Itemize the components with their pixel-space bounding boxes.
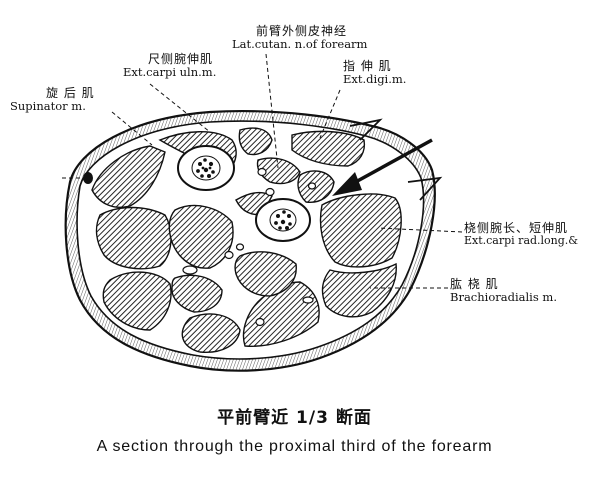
vessel-7 [302, 296, 314, 304]
label-lat-cutan: 前臂外侧皮神经 Lat.cutan. n.of forearm [232, 24, 367, 51]
label-ext-carpi-uln-en: Ext.carpi uln.m. [123, 65, 217, 80]
caption-chinese: 平前臂近 1/3 断面 [217, 408, 372, 428]
label-lat-cutan-en: Lat.cutan. n.of forearm [232, 37, 368, 52]
vessel-2 [265, 187, 275, 197]
label-ext-carpi-rad-en: Ext.carpi rad.long.& [464, 234, 579, 248]
muscle-lateral-small [238, 127, 273, 156]
arrow-head [332, 172, 362, 196]
muscle-ext-carpi-rad [319, 193, 402, 268]
incision-lower [407, 176, 443, 201]
label-brachioradialis-en: Brachioradialis m. [450, 290, 557, 305]
label-ext-digi-en: Ext.digi.m. [343, 72, 407, 87]
arrow-shaft [351, 138, 433, 186]
vessel-3 [307, 182, 317, 190]
ulna-bone [177, 145, 235, 191]
muscle-deep-flexor [95, 206, 172, 270]
muscle-anterior-3 [102, 271, 172, 331]
muscle-brachioradialis [321, 262, 397, 318]
label-ext-carpi-uln: 尺侧腕伸肌 Ext.carpi uln.m. [123, 52, 216, 79]
label-supinator-en: Supinator m. [10, 99, 86, 114]
vessel-6 [182, 265, 198, 275]
incision-upper [349, 118, 383, 141]
label-supinator-cn: 旋 后 肌 [46, 86, 95, 100]
muscle-supinator-posterior [91, 145, 166, 208]
label-ext-digi-cn: 指 伸 肌 [343, 59, 392, 73]
label-ext-carpi-uln-cn: 尺侧腕伸肌 [148, 52, 214, 66]
caption-english: A section through the proximal third of … [96, 438, 493, 455]
label-ext-digi: 指 伸 肌 Ext.digi.m. [343, 59, 407, 87]
label-ext-carpi-rad: 桡侧腕长、短伸肌 Ext.carpi rad.long.& [464, 221, 579, 248]
muscle-central-1 [168, 204, 234, 269]
nerve-dark [83, 172, 93, 184]
label-ext-carpi-rad-cn: 桡侧腕长、短伸肌 [464, 221, 569, 235]
vessel-5 [235, 243, 245, 251]
vessel-4 [224, 250, 234, 260]
vessel-1 [257, 167, 267, 177]
label-lat-cutan-cn: 前臂外侧皮神经 [256, 24, 348, 38]
muscle-anterior-2 [181, 313, 241, 353]
vessel-8 [255, 317, 265, 327]
muscle-central-3 [171, 274, 223, 313]
label-brachioradialis: 肱 桡 肌 Brachioradialis m. [450, 277, 557, 305]
label-brachioradialis-cn: 肱 桡 肌 [450, 277, 499, 291]
muscle-central-2 [234, 251, 297, 297]
label-supinator: 旋 后 肌 Supinator m. [10, 86, 95, 113]
radius-bone [255, 198, 311, 242]
muscle-ext-digi [291, 130, 366, 167]
